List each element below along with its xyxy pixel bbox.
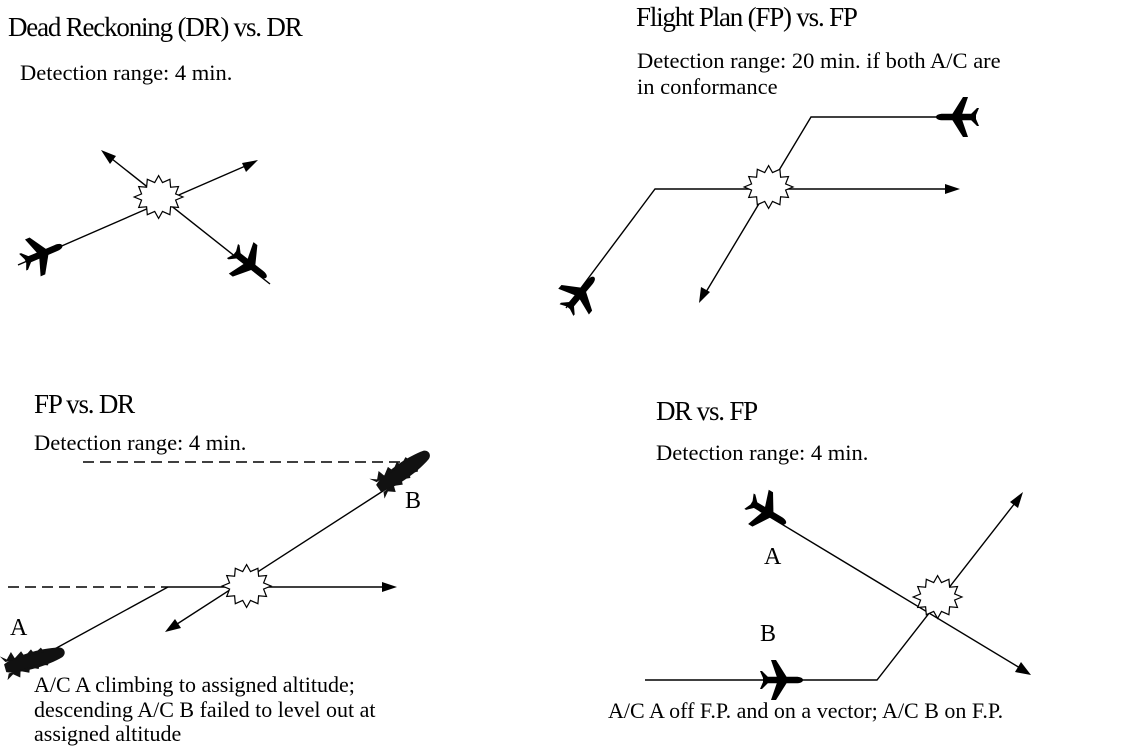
arrowhead — [101, 150, 116, 164]
aircraft-a-label: A — [764, 544, 782, 570]
aircraft-icon — [936, 97, 979, 137]
caption-line: A/C A climbing to assigned altitude; — [34, 672, 355, 697]
detection-range-label-line2: in conformance — [637, 74, 778, 99]
panel-title: Dead Reckoning (DR) vs. DR — [8, 12, 303, 42]
aircraft-icon — [760, 660, 803, 700]
panel-title: Flight Plan (FP) vs. FP — [636, 2, 857, 32]
detection-range-label: Detection range: 4 min. — [20, 60, 232, 85]
aircraft-icon — [551, 264, 610, 323]
conflict-burst-icon — [132, 174, 185, 220]
panel-title: DR vs. FP — [656, 396, 757, 426]
aircraft-a-label: A — [10, 615, 28, 641]
dr-track-line — [173, 479, 401, 627]
panel-dr-vs-dr: Dead Reckoning (DR) vs. DR Detection ran… — [8, 12, 304, 294]
caption-line: A/C A off F.P. and on a vector; A/C B on… — [608, 698, 1003, 723]
conflict-burst-icon — [911, 574, 964, 620]
detection-range-label: Detection range: 4 min. — [34, 430, 246, 455]
detection-range-label: Detection range: 4 min. — [656, 440, 868, 465]
panel-fp-vs-dr: FP vs. DR Detection range: 4 min. A B A/… — [0, 389, 437, 746]
detection-range-label-line1: Detection range: 20 min. if both A/C are — [637, 48, 1001, 73]
aircraft-icon — [368, 441, 437, 501]
aircraft-icon — [220, 235, 279, 294]
arrowhead — [382, 582, 397, 592]
flight-plan-route — [645, 502, 1016, 681]
arrowhead — [165, 619, 181, 632]
panel-dr-vs-fp: DR vs. FP Detection range: 4 min. A B A/… — [608, 396, 1031, 723]
caption-line: descending A/C B failed to level out at — [34, 697, 376, 722]
climb-track-line — [39, 586, 169, 658]
arrowhead — [1015, 662, 1031, 675]
arrowhead — [699, 287, 710, 303]
aircraft-icon — [738, 484, 797, 541]
caption-line: assigned altitude — [34, 721, 181, 746]
aircraft-b-label: B — [405, 488, 421, 514]
arrowhead — [945, 184, 960, 194]
flight-plan-route — [705, 116, 960, 293]
arrowhead — [242, 160, 258, 172]
aircraft-b-label: B — [760, 621, 776, 647]
flight-plan-route — [565, 188, 948, 309]
dr-track-line — [759, 510, 1021, 669]
arrowhead — [1010, 492, 1023, 508]
conflict-burst-icon — [220, 563, 273, 609]
panel-fp-vs-fp: Flight Plan (FP) vs. FP Detection range:… — [551, 2, 1001, 323]
conflict-burst-icon — [742, 164, 795, 210]
panel-title: FP vs. DR — [34, 389, 135, 419]
aircraft-icon — [14, 226, 71, 281]
